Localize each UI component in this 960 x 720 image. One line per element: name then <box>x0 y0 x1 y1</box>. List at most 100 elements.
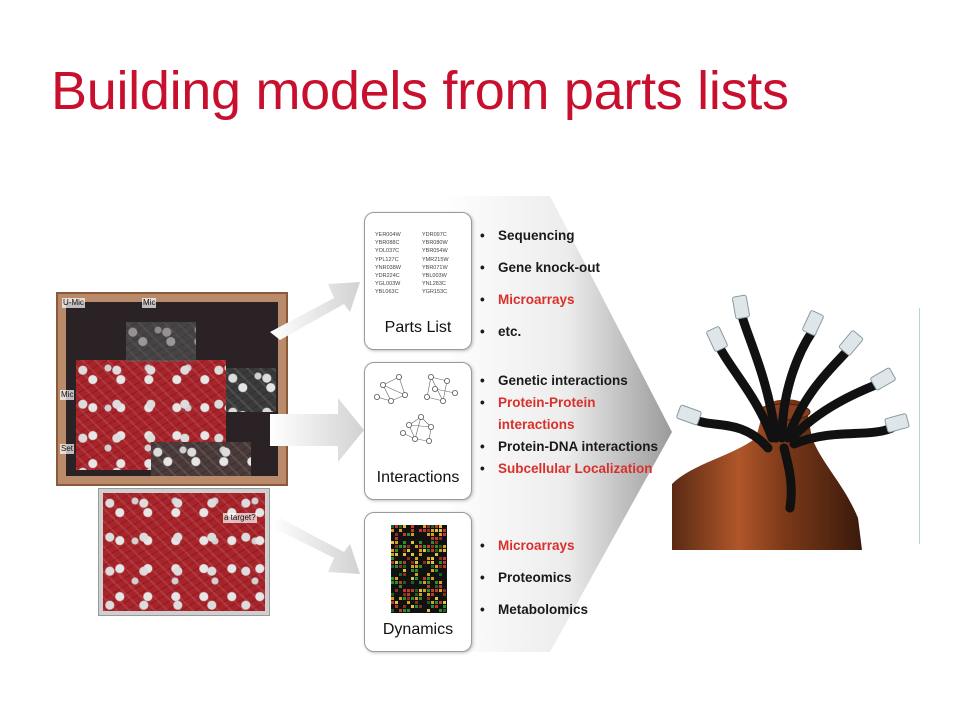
gene-id: YPL127C <box>375 256 399 263</box>
microarray-spot <box>439 529 442 532</box>
microarray-spot <box>395 545 398 548</box>
panel-title-interactions: Interactions <box>376 469 460 486</box>
microarray-spot <box>407 593 410 596</box>
microarray-spot <box>439 609 442 612</box>
bullet-item: Subcellular Localization <box>480 458 660 480</box>
label-mic-top: Mic <box>142 298 157 308</box>
microarray-heatmap-image <box>391 525 447 613</box>
microarray-spot <box>439 589 442 592</box>
microarray-spot <box>435 545 438 548</box>
microarray-spot <box>435 549 438 552</box>
microarray-spot <box>415 605 418 608</box>
microarray-spot <box>435 529 438 532</box>
microarray-spot <box>403 609 406 612</box>
microarray-spot <box>427 589 430 592</box>
microarray-spot <box>403 561 406 564</box>
microarray-spot <box>395 605 398 608</box>
bullet-item: Gene knock-out <box>480 252 600 284</box>
microarray-spot <box>439 525 442 528</box>
microarray-spot <box>407 597 410 600</box>
radio-chassis: U-Mic Mic Mic Set <box>56 292 288 486</box>
microarray-spot <box>435 585 438 588</box>
microarray-spot <box>427 573 430 576</box>
microarray-spot <box>403 581 406 584</box>
cables-in-bottle-photo <box>672 294 910 550</box>
microarray-spot <box>419 549 422 552</box>
microarray-spot <box>423 525 426 528</box>
microarray-spot <box>423 561 426 564</box>
microarray-spot <box>431 565 434 568</box>
microarray-spot <box>411 569 414 572</box>
microarray-spot <box>423 545 426 548</box>
microarray-spot <box>391 525 394 528</box>
cable-bundle <box>691 311 897 513</box>
microarray-spot <box>439 581 442 584</box>
microarray-spot <box>391 581 394 584</box>
microarray-spot <box>391 577 394 580</box>
microarray-spot <box>415 573 418 576</box>
microarray-spot <box>435 601 438 604</box>
microarray-spot <box>411 565 414 568</box>
microarray-spot <box>439 601 442 604</box>
microarray-spot <box>399 525 402 528</box>
microarray-spot <box>411 529 414 532</box>
gene-id: YGL003W <box>375 281 401 288</box>
microarray-spot <box>415 557 418 560</box>
microarray-spot <box>431 601 434 604</box>
microarray-spot <box>403 525 406 528</box>
microarray-spot <box>431 525 434 528</box>
microarray-spot <box>419 581 422 584</box>
microarray-spot <box>391 565 394 568</box>
microarray-spot <box>419 589 422 592</box>
microarray-spot <box>415 593 418 596</box>
microarray-spot <box>395 581 398 584</box>
gene-id: YNL283C <box>422 281 446 288</box>
rj45-connectors <box>676 294 910 433</box>
microarray-spot <box>415 561 418 564</box>
microarray-spot <box>431 569 434 572</box>
microarray-spot <box>443 557 446 560</box>
microarray-spot <box>395 537 398 540</box>
microarray-spot <box>427 585 430 588</box>
microarray-spot <box>443 529 446 532</box>
microarray-spot <box>411 597 414 600</box>
arrow-to-dynamics <box>270 518 360 574</box>
microarray-spot <box>435 597 438 600</box>
microarray-spot <box>407 545 410 548</box>
slide-title: Building models from parts lists <box>51 61 789 121</box>
microarray-spot <box>439 549 442 552</box>
microarray-spot <box>431 577 434 580</box>
microarray-spot <box>435 569 438 572</box>
microarray-spot <box>427 577 430 580</box>
label-u-mic: U-Mic <box>62 298 85 308</box>
microarray-spot <box>435 541 438 544</box>
gene-id: YBR088C <box>375 240 400 247</box>
microarray-spot <box>399 585 402 588</box>
microarray-spot <box>427 557 430 560</box>
microarray-spot <box>439 545 442 548</box>
microarray-spot <box>431 549 434 552</box>
microarray-spot <box>435 537 438 540</box>
microarray-spot <box>411 525 414 528</box>
microarray-spot <box>391 553 394 556</box>
battery-block <box>151 442 251 476</box>
microarray-spot <box>427 549 430 552</box>
microarray-spot <box>395 525 398 528</box>
microarray-spot <box>439 585 442 588</box>
microarray-spot <box>431 541 434 544</box>
microarray-spot <box>391 541 394 544</box>
microarray-spot <box>419 553 422 556</box>
microarray-spot <box>411 581 414 584</box>
microarray-spot <box>427 561 430 564</box>
gene-id: YBL003W <box>422 273 447 280</box>
microarray-spot <box>419 545 422 548</box>
microarray-spot <box>415 577 418 580</box>
microarray-spot <box>399 597 402 600</box>
panel-title-dynamics: Dynamics <box>382 621 454 638</box>
microarray-spot <box>415 601 418 604</box>
microarray-spot <box>395 541 398 544</box>
bullets-parts-list: SequencingGene knock-outMicroarraysetc. <box>480 220 600 348</box>
microarray-spot <box>439 573 442 576</box>
microarray-spot <box>399 529 402 532</box>
